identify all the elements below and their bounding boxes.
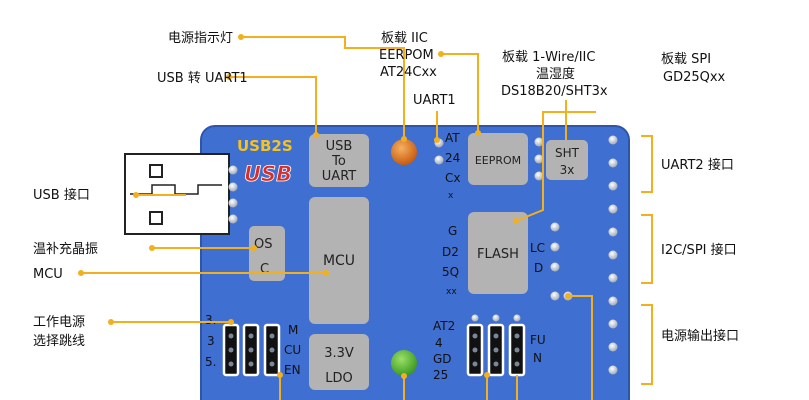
osc-chip-line1: OS (254, 237, 272, 252)
label-mcu: MCU (33, 267, 63, 282)
silk-pin-3: 3 (207, 334, 215, 348)
callout-lines (81, 36, 653, 400)
silk-fu: FU (530, 333, 546, 347)
label-spi-line2: GD25Qxx (663, 70, 726, 85)
label-uart2-port: UART2 接口 (661, 157, 734, 173)
label-iic-line2: EERPOM (379, 48, 434, 63)
sht-chip-line1: SHT (555, 146, 580, 160)
usb-pads (228, 165, 238, 224)
mcu-chip: MCU (309, 197, 369, 324)
ldo-chip: 3.3V LDO (309, 334, 369, 390)
board-logo: USB2S (237, 137, 293, 155)
flash-chip-label: FLASH (477, 247, 519, 262)
label-usb-port: USB 接口 (33, 187, 90, 203)
usb-uart-chip: USB To UART (309, 134, 369, 187)
silk-at: AT (445, 131, 460, 145)
silk-n: N (533, 351, 542, 365)
silk-at2: AT2 (433, 319, 455, 333)
label-power-jumper-line2: 选择跳线 (33, 334, 85, 349)
usb-uart-chip-line2: To (331, 154, 346, 169)
osc-chip: OS C (249, 226, 285, 281)
board-pads (434, 135, 618, 375)
label-iic-line1: 板载 IIC (381, 31, 428, 46)
label-crystal: 温补充晶振 (33, 241, 98, 257)
label-onewire-line3: DS18B20/SHT3x (501, 84, 608, 99)
silk-m: M (288, 323, 298, 337)
silk-x: x (448, 191, 454, 201)
silk-5q: 5Q (442, 265, 459, 279)
silk-24: 24 (445, 151, 460, 165)
silk-pin-5dot: 5. (205, 355, 216, 369)
silk-gd: GD (433, 352, 452, 366)
silk-en: EN (284, 363, 301, 377)
label-power-out-port: 电源输出接口 (661, 328, 739, 344)
mcu-chip-label: MCU (323, 253, 355, 269)
silk-d2: D2 (442, 245, 459, 259)
ldo-chip-line1: 3.3V (324, 346, 354, 361)
eeprom-chip: EEPROM (468, 133, 528, 185)
usb-uart-chip-line3: UART (322, 169, 356, 184)
silk-25: 25 (433, 368, 448, 382)
label-usb-uart: USB 转 UART1 (157, 71, 248, 86)
silk-cu: CU (284, 343, 301, 357)
usb-uart-chip-line1: USB (326, 139, 353, 154)
silk-xx: xx (446, 287, 457, 297)
sht-chip: SHT 3x (546, 140, 588, 180)
silk-g: G (448, 224, 457, 238)
label-spi-line1: 板载 SPI (661, 52, 711, 67)
silk-lc: LC (530, 241, 545, 255)
board-logo-sub: USB (244, 162, 292, 186)
label-i2c-spi-port: I2C/SPI 接口 (661, 242, 737, 258)
label-power-led: 电源指示灯 (168, 31, 233, 46)
eeprom-chip-label: EEPROM (475, 154, 521, 167)
silk-d: D (534, 261, 543, 275)
callout-dots (78, 34, 571, 379)
label-onewire-line1: 板载 1-Wire/IIC (502, 50, 595, 65)
silk-4: 4 (435, 336, 443, 350)
label-onewire-line2: 温湿度 (536, 66, 575, 82)
flash-chip: FLASH (468, 212, 528, 294)
status-led (391, 350, 417, 376)
label-iic-line3: AT24Cxx (380, 65, 437, 80)
sht-chip-line2: 3x (560, 163, 575, 177)
silk-pin-3dot: 3. (205, 313, 216, 327)
power-led (391, 139, 417, 165)
osc-chip-line2: C (260, 262, 269, 277)
jumper-pins (228, 314, 521, 367)
label-uart1: UART1 (413, 93, 456, 108)
ldo-chip-line2: LDO (325, 371, 353, 386)
silk-cx: Cx (445, 171, 460, 185)
label-power-jumper-line1: 工作电源 (33, 315, 85, 330)
